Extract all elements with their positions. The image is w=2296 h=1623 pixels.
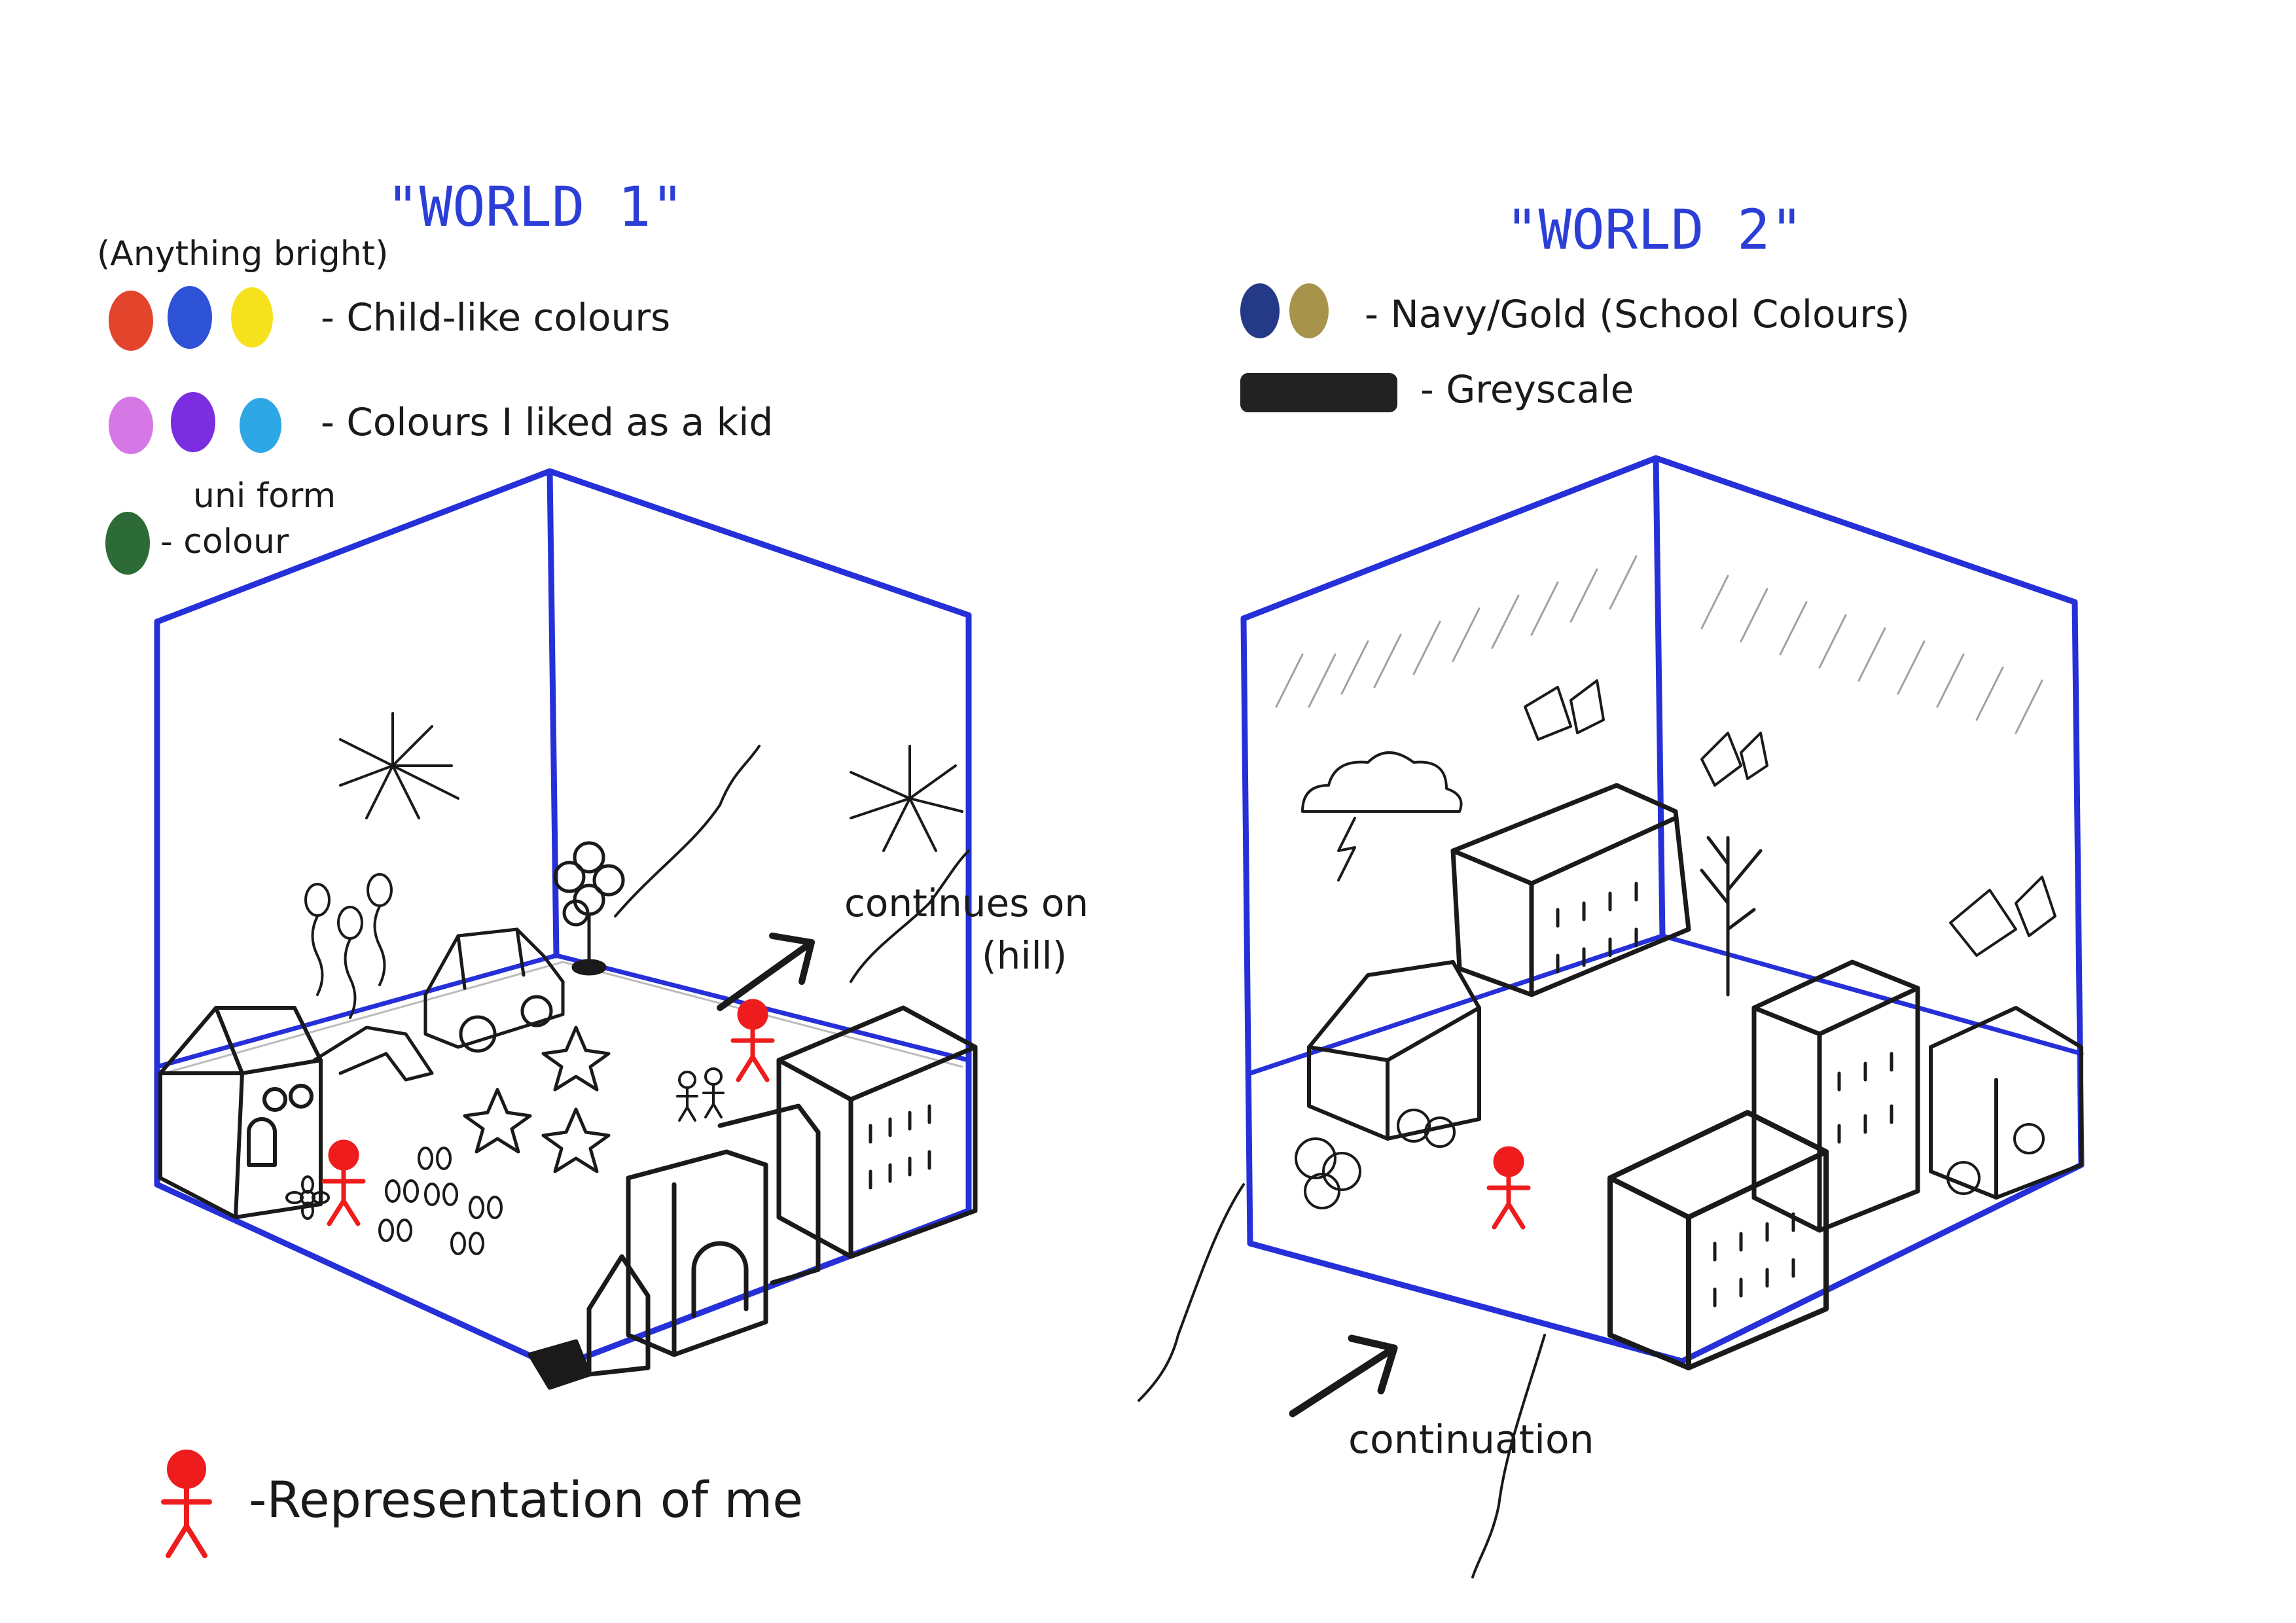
blue-swatch: [168, 286, 212, 349]
world1-tree: [553, 841, 625, 976]
navy-swatch: [1240, 283, 1280, 338]
world1-panel: "WORLD 1" (Anything bright) - Child-like…: [97, 175, 1088, 1390]
world1-flower: [285, 1175, 330, 1220]
me-figure-world1-front: [321, 1139, 366, 1226]
world2-direction-arrow: [1289, 1334, 1398, 1418]
world1-footprints: [378, 1147, 503, 1255]
world1-castle: [528, 1103, 821, 1390]
world2-bare-tree: [1700, 836, 1763, 997]
world2-rain: [1275, 555, 2043, 734]
me-figure-world2: [1486, 1146, 1531, 1230]
gold-swatch: [1289, 283, 1329, 338]
world1-building: [776, 1005, 978, 1259]
world1-bright-note: (Anything bright): [97, 234, 388, 274]
world1-legend-kid-colours: - Colours I liked as a kid: [109, 392, 773, 454]
world1-legend-label-2: - Colours I liked as a kid: [321, 400, 773, 444]
pink-swatch: [109, 397, 153, 454]
world2-legend-label-2: - Greyscale: [1420, 367, 1634, 412]
world1-balloons: [304, 873, 393, 1019]
world1-floor-shadow: [162, 961, 963, 1075]
world1-hill-line: [614, 745, 761, 918]
red-swatch: [109, 291, 153, 351]
world2-path-line-left: [1138, 1183, 1245, 1402]
world1-direction-arrow: [717, 933, 815, 1011]
world2-papers: [1524, 679, 2056, 957]
world2-title: "WORLD 2": [1505, 198, 1803, 262]
uniform-label-line1: uni form: [193, 476, 336, 516]
world1-legend-child-colours: - Child-like colours: [109, 286, 670, 351]
world1-legend-uniform: uni form - colour: [105, 476, 336, 575]
yellow-swatch: [231, 287, 273, 348]
world2-cube: [1240, 455, 2085, 1364]
world2-panel: "WORLD 2" - Navy/Gold (School Colours) -…: [1138, 198, 2085, 1578]
world1-firework-right: [850, 745, 963, 852]
hill-label: (hill): [982, 933, 1067, 978]
purple-swatch: [171, 392, 215, 452]
world2-cube-back-edge: [1653, 455, 1666, 939]
me-figure-world1-back: [730, 999, 775, 1082]
green-swatch: [105, 512, 150, 575]
key-representation-of-me: -Representation of me: [161, 1450, 803, 1558]
world1-firework-left: [339, 712, 459, 819]
world1-cube-floor-edges: [154, 953, 971, 1069]
world2-cube-outline: [1240, 455, 2085, 1364]
me-figure-key: [161, 1450, 212, 1558]
world1-truck: [423, 927, 565, 1053]
world2-tower: [1751, 959, 1920, 1233]
world1-small-people: [676, 1067, 725, 1122]
light-blue-swatch: [240, 398, 281, 453]
world1-hill-line-right: [850, 849, 970, 983]
world1-house: [158, 1006, 323, 1219]
world1-stars: [463, 1026, 611, 1173]
world2-legend-greyscale: - Greyscale: [1240, 367, 1634, 412]
world1-legend-label-1: - Child-like colours: [321, 295, 670, 340]
world2-legend-label-1: - Navy/Gold (School Colours): [1365, 292, 1910, 336]
world2-cube-floor-edges: [1247, 933, 2084, 1076]
world2-building-back: [1450, 783, 1691, 997]
continuation-label: continuation: [1348, 1417, 1594, 1463]
uniform-label-line2: - colour: [160, 522, 289, 562]
world2-legend-school-colours: - Navy/Gold (School Colours): [1240, 283, 1910, 338]
greyscale-swatch: [1240, 373, 1397, 412]
world2-side-building: [1929, 1006, 2083, 1200]
world2-storm-cloud: [1301, 751, 1463, 882]
key-label: -Representation of me: [249, 1471, 803, 1529]
world2-building-front: [1607, 1110, 1829, 1370]
world2-house: [1307, 960, 1481, 1141]
world1-title: "WORLD 1": [386, 175, 684, 239]
world2-path-line-front: [1471, 1334, 1546, 1578]
world1-slide: [312, 1026, 434, 1082]
continues-on-label: continues on: [844, 881, 1088, 925]
